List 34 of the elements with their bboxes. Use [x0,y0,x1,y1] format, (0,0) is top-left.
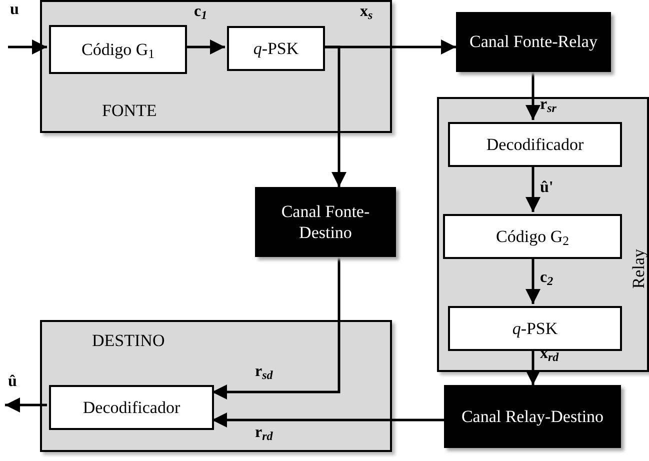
group-title: DESTINO [92,332,165,349]
arrow [526,72,540,120]
edge-label: c$_{2}$ [540,270,554,286]
arrow [526,349,540,385]
edge-label: û [8,374,17,390]
edge-label: x$_{s}$ [360,4,373,20]
process-box: Decodificador [49,385,214,430]
edge-label: û' [540,180,554,196]
arrow [526,165,540,212]
arrow [212,257,340,400]
arrow [212,412,444,428]
arrow [8,40,47,54]
group-title: FONTE [102,102,157,119]
group-panel [437,97,649,372]
edge-label: r$_{rd}$ [255,425,273,441]
arrow [5,398,47,412]
process-box: q-PSK [448,306,622,351]
process-box: Decodificador [448,122,622,167]
process-box: Código G$_{2}$ [443,214,622,259]
edge-label: r$_{sd}$ [255,364,273,380]
edge-label: u [10,2,19,18]
edge-label: r$_{sr}$ [540,97,556,113]
channel-box: Canal Fonte-Relay [456,12,611,72]
process-box: Código G$_{1}$ [49,25,187,74]
group-panel [40,0,392,133]
edge-label: c$_{1}$ [194,4,208,20]
arrow [526,257,540,304]
group-panel [40,320,392,452]
process-box: q-PSK [227,26,325,71]
arrow [323,46,346,187]
group-title: Relay [630,249,647,289]
channel-box: Canal Fonte-Destino [255,187,396,257]
channel-box: Canal Relay-Destino [444,385,621,448]
arrow [185,40,225,54]
